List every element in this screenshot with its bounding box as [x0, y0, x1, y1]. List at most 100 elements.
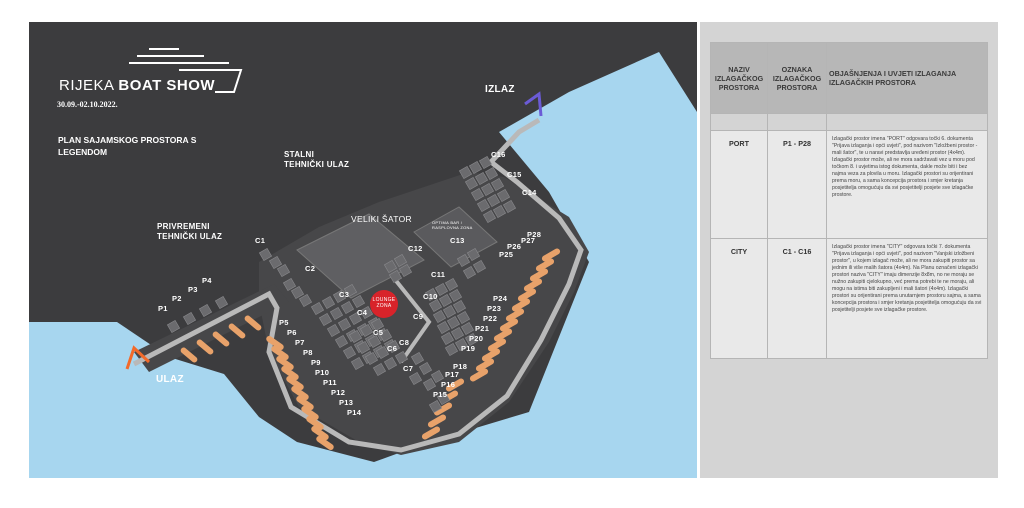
- port-space-label[interactable]: P27: [521, 236, 536, 245]
- tent-box: [342, 345, 357, 360]
- entrance-arrow-icon: [125, 345, 151, 370]
- city-space-label[interactable]: C10: [423, 292, 438, 301]
- tent-box: [343, 283, 358, 298]
- port-space-label[interactable]: P22: [483, 314, 498, 323]
- city-space-label[interactable]: C8: [399, 338, 410, 347]
- legend-panel: NAZIV IZLAGAČKOG PROSTORA OZNAKA IZLAGAČ…: [700, 22, 998, 478]
- port-space-label[interactable]: P14: [347, 408, 362, 417]
- port-space-label[interactable]: P26: [507, 242, 522, 251]
- lounge-label: LOUNGE ZONA: [368, 297, 400, 309]
- port-space-label[interactable]: P23: [487, 304, 502, 313]
- lounge-zone[interactable]: [370, 290, 398, 318]
- tent-box: [378, 328, 393, 343]
- row-code: P1 - P28: [767, 130, 827, 239]
- port-space-label[interactable]: P10: [315, 368, 330, 377]
- sea: [29, 52, 697, 478]
- berth-slot: [180, 347, 198, 363]
- port-space-label[interactable]: P7: [295, 338, 305, 347]
- city-space-label[interactable]: C7: [403, 364, 414, 373]
- inner-walkway: [387, 270, 432, 364]
- port-space-label[interactable]: P1: [158, 304, 168, 313]
- port-space-label[interactable]: P25: [499, 250, 514, 259]
- city-space-label[interactable]: C14: [522, 188, 537, 197]
- event-dates: 30.09.-02.10.2022.: [57, 100, 118, 109]
- port-space-label[interactable]: P18: [453, 362, 468, 371]
- port-space-label[interactable]: P11: [323, 378, 337, 387]
- city-space-label[interactable]: C13: [450, 236, 465, 245]
- port-space-label[interactable]: P8: [303, 348, 313, 357]
- row-name: CITY: [710, 238, 768, 359]
- tent-box: [486, 193, 501, 208]
- tent-box: [430, 369, 445, 384]
- city-space-label[interactable]: C1: [255, 236, 266, 245]
- brand-title-bold: BOAT SHOW: [118, 77, 216, 94]
- tent-box: [198, 303, 213, 318]
- berth-slot: [529, 268, 549, 282]
- berth-slot: [266, 335, 284, 351]
- berth-slot: [445, 378, 465, 392]
- tent-box: [326, 323, 341, 338]
- port-space-label[interactable]: P6: [287, 328, 297, 337]
- tent-box: [456, 310, 471, 325]
- tent-box: [464, 176, 479, 191]
- tent-box: [348, 311, 363, 326]
- berth-slot: [276, 355, 294, 371]
- city-space-label[interactable]: C12: [408, 244, 423, 253]
- tent-box: [474, 171, 489, 186]
- port-space-label[interactable]: P5: [279, 318, 289, 327]
- berth-slot: [421, 426, 441, 440]
- berth-slot: [493, 328, 513, 342]
- berth-slot: [469, 368, 489, 382]
- tent-box: [492, 204, 507, 219]
- berth-slot: [505, 308, 525, 322]
- port-space-label[interactable]: P20: [469, 334, 484, 343]
- tent-box: [298, 293, 313, 308]
- port-space-label[interactable]: P4: [202, 276, 212, 285]
- berth-slot: [281, 365, 299, 381]
- tent-box: [372, 362, 387, 377]
- city-space-label[interactable]: C15: [507, 170, 522, 179]
- tent-box: [502, 199, 517, 214]
- port-space-label[interactable]: P28: [527, 230, 542, 239]
- port-space-label[interactable]: P3: [188, 285, 198, 294]
- tent-box: [472, 259, 487, 274]
- tent-box: [359, 305, 374, 320]
- city-space-label[interactable]: C5: [373, 328, 384, 337]
- port-space-label[interactable]: P9: [311, 358, 321, 367]
- berth-slot: [316, 435, 334, 451]
- tent-box: [444, 277, 459, 292]
- port-space-label[interactable]: P17: [445, 370, 460, 379]
- tent-box: [350, 356, 365, 371]
- small-tent-label: OPTIMA BAR / RASPLOVNA ZONA: [432, 220, 473, 230]
- port-space-label[interactable]: P24: [493, 294, 508, 303]
- tent-box: [434, 282, 449, 297]
- city-space-label[interactable]: C11: [431, 270, 446, 279]
- tent-box: [398, 263, 413, 278]
- city-space-label[interactable]: C6: [387, 344, 398, 353]
- city-space-label[interactable]: C3: [339, 290, 350, 299]
- tent-box: [484, 166, 499, 181]
- fair-map: RIJEKA BOAT SHOW 30.09.-02.10.2022. PLAN…: [29, 22, 697, 478]
- city-space-label[interactable]: C2: [305, 264, 316, 273]
- port-space-label[interactable]: P21: [475, 324, 490, 333]
- tent-box: [436, 320, 451, 335]
- berths: [180, 248, 561, 451]
- row-name: PORT: [710, 130, 768, 239]
- tent-box: [458, 165, 473, 180]
- tent-box: [478, 155, 493, 170]
- port-space-label[interactable]: P19: [461, 344, 476, 353]
- city-space-label[interactable]: C4: [357, 308, 368, 317]
- legend-row-port: PORT P1 - P28 Izlagački prostor imena "P…: [710, 130, 988, 239]
- city-space-label[interactable]: C9: [413, 312, 424, 321]
- tent-box: [375, 345, 390, 360]
- port-space-label[interactable]: P12: [331, 388, 346, 397]
- tent-box: [282, 277, 297, 292]
- tent-box: [393, 253, 408, 268]
- port-space-label[interactable]: P16: [441, 380, 456, 389]
- tent-box: [428, 298, 443, 313]
- port-space-label[interactable]: P15: [433, 390, 448, 399]
- port-space-label[interactable]: P2: [172, 294, 182, 303]
- city-space-label[interactable]: C16: [491, 150, 506, 159]
- berth-slot: [286, 375, 304, 391]
- port-space-label[interactable]: P13: [339, 398, 354, 407]
